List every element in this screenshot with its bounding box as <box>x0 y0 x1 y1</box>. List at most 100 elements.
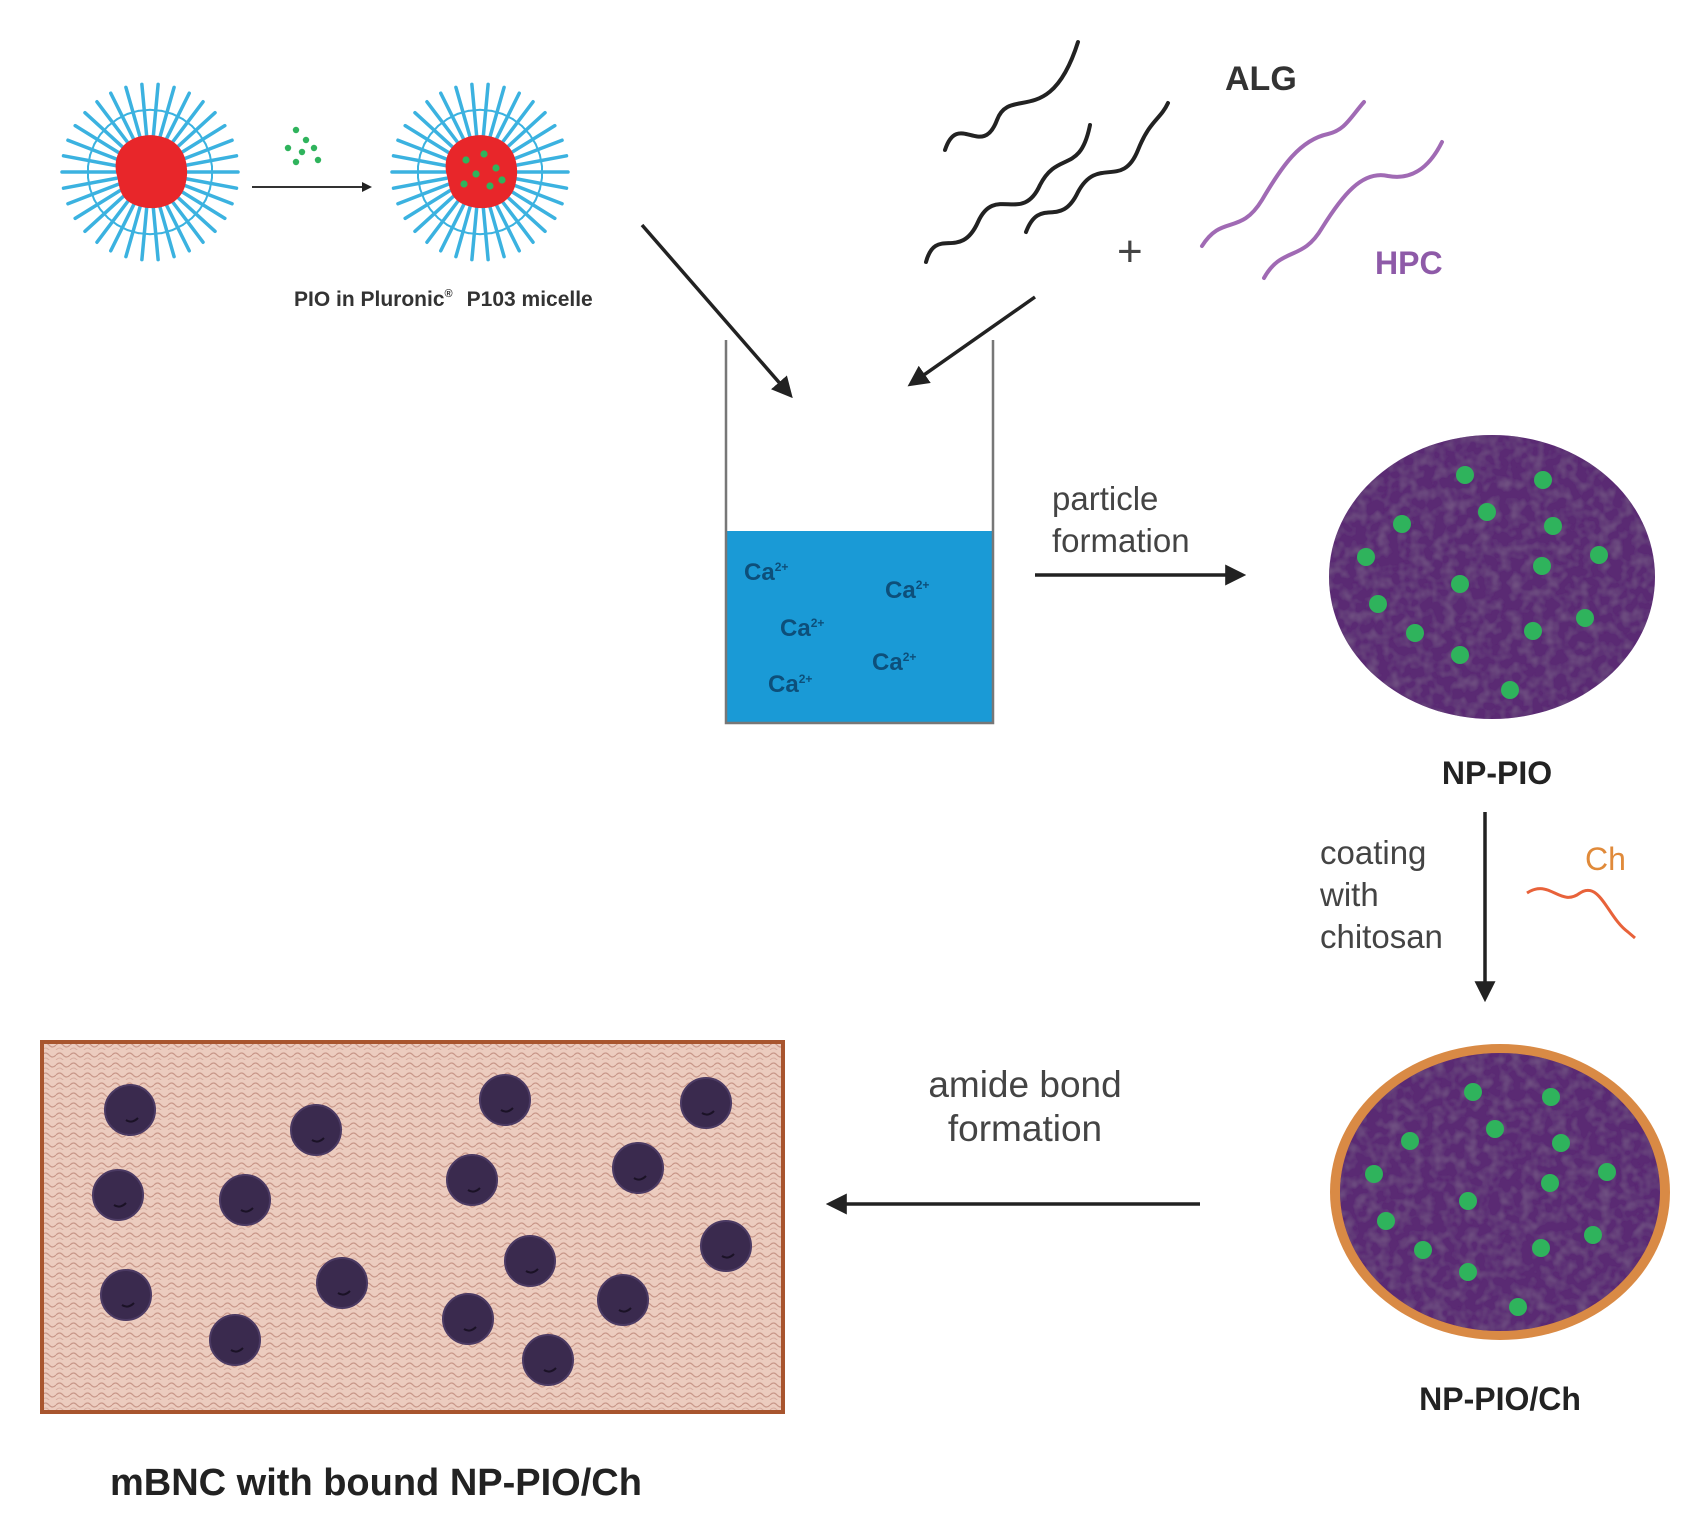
micelle-chain-tick <box>538 177 544 190</box>
micelle-core <box>445 135 518 209</box>
bound-nanoparticles <box>92 1074 752 1386</box>
amide-label-2: formation <box>948 1108 1102 1149</box>
encapsulated-drug <box>498 176 506 184</box>
micelle-chain-tick <box>171 112 184 121</box>
micelle-feed-arrow <box>640 223 793 399</box>
drug-dot <box>1456 466 1474 484</box>
bound-np <box>504 1235 556 1287</box>
drug-dot <box>1406 624 1424 642</box>
micelle-chain <box>163 200 191 253</box>
drug-dot <box>1501 681 1519 699</box>
particle-formation-label-1: particle <box>1052 480 1158 517</box>
micelle-chain-tick <box>89 143 96 156</box>
bound-np-shade <box>543 1367 557 1373</box>
micelle-chain <box>95 197 132 244</box>
micelle-chain-tick <box>208 154 214 167</box>
beaker <box>724 340 995 725</box>
drug-dot <box>1357 548 1375 566</box>
drug-dot <box>1414 1241 1432 1259</box>
micelle-chain <box>396 182 451 206</box>
chitosan-chain <box>1526 887 1636 940</box>
micelle-chain <box>487 85 506 142</box>
micelle-chain-tick <box>501 223 514 232</box>
micelle-chain-tick <box>208 177 214 190</box>
bound-np-shade <box>721 1253 735 1259</box>
micelle-chain-tick <box>138 108 151 112</box>
np-pio-drug-dots <box>1357 466 1608 699</box>
np-pio-label: NP-PIO <box>1442 755 1552 791</box>
micelle-chain <box>454 85 473 142</box>
micelle-chain-tick <box>479 108 492 112</box>
micelle-chain <box>66 182 121 206</box>
mbnc-matrix <box>40 1040 785 1414</box>
calcium-ion: Ca2+ <box>885 577 929 604</box>
hpc-label: HPC <box>1375 245 1443 281</box>
hpc-chains <box>1200 100 1444 280</box>
drug-dot <box>1584 1226 1602 1244</box>
micelle-chain-tick <box>191 125 201 136</box>
bound-np-shade <box>633 1175 647 1181</box>
micelle-chain <box>493 91 521 144</box>
micelle-chain <box>454 202 473 259</box>
micelle-chain-tick <box>423 199 432 211</box>
drug-dot <box>1542 1088 1560 1106</box>
micelle-chain <box>470 204 479 262</box>
bound-np <box>92 1169 144 1221</box>
loaded-micelle <box>390 82 570 262</box>
drug-dot <box>1541 1174 1559 1192</box>
micelle-chain <box>511 154 569 168</box>
micelle-chain-tick <box>528 199 537 211</box>
micelle-chain-tick <box>468 108 481 112</box>
micelle-chain <box>83 110 127 151</box>
micelle-chain-tick <box>86 154 92 167</box>
micelle-chain-tick <box>99 125 109 136</box>
alg-chain-1 <box>943 40 1080 152</box>
micelle-chain-tick <box>511 217 523 226</box>
micelle-chain <box>481 204 490 262</box>
encapsulated-drug <box>486 182 494 190</box>
micelle-chain-tick <box>198 133 207 145</box>
micelle-chain <box>439 200 467 253</box>
micelle-chain <box>157 85 176 142</box>
drug-dot <box>1534 471 1552 489</box>
drug-dot <box>1451 575 1469 593</box>
micelle-chain-tick <box>198 199 207 211</box>
bound-np <box>700 1220 752 1272</box>
hpc-chain-2 <box>1262 140 1444 280</box>
micelle-chain <box>503 110 547 151</box>
micelle-chain <box>157 202 176 259</box>
micelle-chain <box>507 188 557 221</box>
micelle-chain-tick <box>86 177 92 190</box>
drug-dot <box>1509 1298 1527 1316</box>
micelle-chain-tick <box>204 188 211 201</box>
micelle-chain-tick <box>116 223 129 232</box>
micelle-chain-tick <box>490 229 504 235</box>
bound-np-shade <box>463 1326 477 1332</box>
micelle-chain <box>109 200 137 253</box>
bound-np-shade <box>121 1302 135 1308</box>
micelle-chain <box>173 193 217 234</box>
micelle-chain-tick <box>160 229 174 235</box>
np-pio-particle <box>1329 435 1655 719</box>
bound-np <box>680 1077 732 1129</box>
drug-dot <box>298 148 306 156</box>
micelle-chain-tick <box>534 188 541 201</box>
drug-dot <box>1451 646 1469 664</box>
bound-np <box>100 1269 152 1321</box>
bound-np-shade <box>311 1137 325 1143</box>
micelle-chain-tick <box>93 133 102 145</box>
micelle-chain-tick <box>181 118 193 127</box>
drug-dot <box>1478 503 1496 521</box>
micelle-chain-tick <box>423 133 432 145</box>
micelle-chain <box>83 193 127 234</box>
micelle-chain <box>413 110 457 151</box>
polymer-feed-arrow <box>907 295 1037 387</box>
drug-dot <box>1365 1165 1383 1183</box>
drug-dot <box>1524 622 1542 640</box>
micelle-chain <box>413 193 457 234</box>
calcium-ion: Ca2+ <box>768 671 812 698</box>
pio-drug-dots <box>284 126 322 166</box>
bound-np-shade <box>125 1117 139 1123</box>
